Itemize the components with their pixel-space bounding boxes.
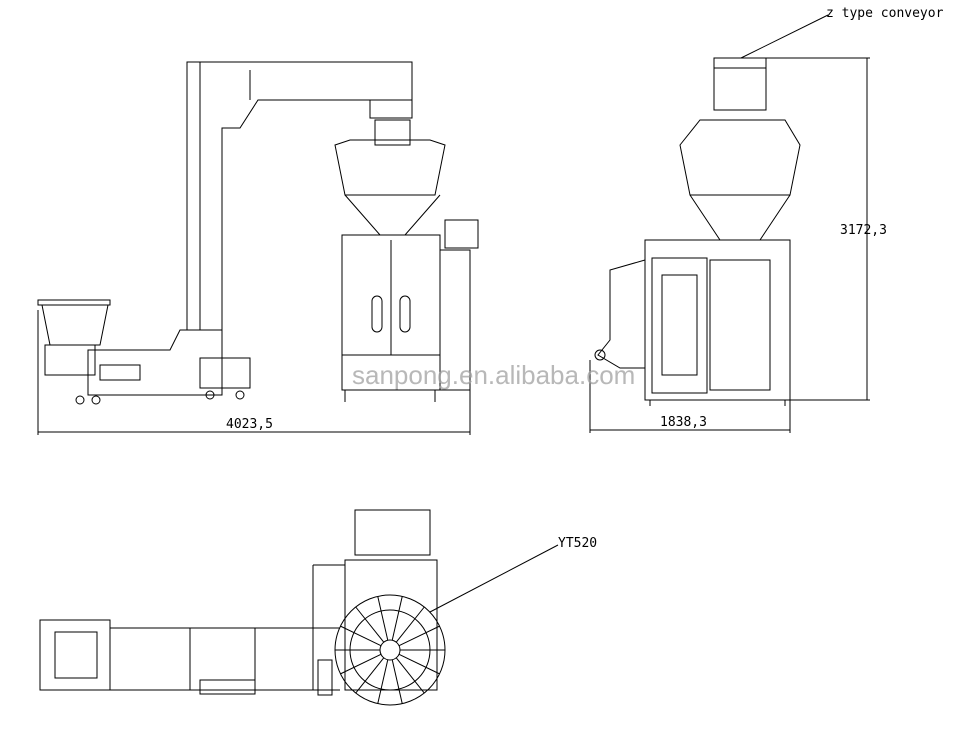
weigher-callout-label: YT520: [558, 536, 598, 551]
weigher-bucket-spoke: [377, 659, 389, 704]
weigher-bucket-spoke: [355, 606, 385, 643]
watermark: sanpong.en.alibaba.com: [352, 360, 636, 390]
height-dimension-line: [766, 57, 870, 401]
conveyor-leader-line: [740, 14, 829, 59]
weigher-bucket-spoke: [395, 657, 425, 694]
front-view: [594, 57, 801, 406]
weigher-bucket-spoke: [355, 657, 385, 694]
weigher-bucket-spoke: [377, 596, 389, 641]
weigher-leader-line: [429, 544, 559, 613]
height-dimension-label: 3172,3: [840, 223, 887, 238]
weigher-bucket-spoke: [398, 653, 440, 675]
length-dimension-line: [37, 310, 471, 435]
weigher-bucket-spoke: [398, 625, 440, 647]
weigher-bucket-spoke: [391, 596, 403, 641]
conveyor-callout-label: z type conveyor: [826, 6, 944, 21]
length-dimension-label: 4023,5: [226, 417, 273, 432]
plan-view: [39, 509, 446, 706]
z-conveyor-side-view: [37, 61, 413, 405]
packing-machine-side-view: [334, 119, 479, 402]
width-dimension-line: [589, 360, 791, 433]
weigher-bucket-spoke: [340, 653, 382, 675]
weigher-bucket-spoke: [391, 659, 403, 704]
weigher-bucket-spoke: [395, 606, 425, 643]
weigher-bucket-spoke: [340, 625, 382, 647]
width-dimension-label: 1838,3: [660, 415, 707, 430]
